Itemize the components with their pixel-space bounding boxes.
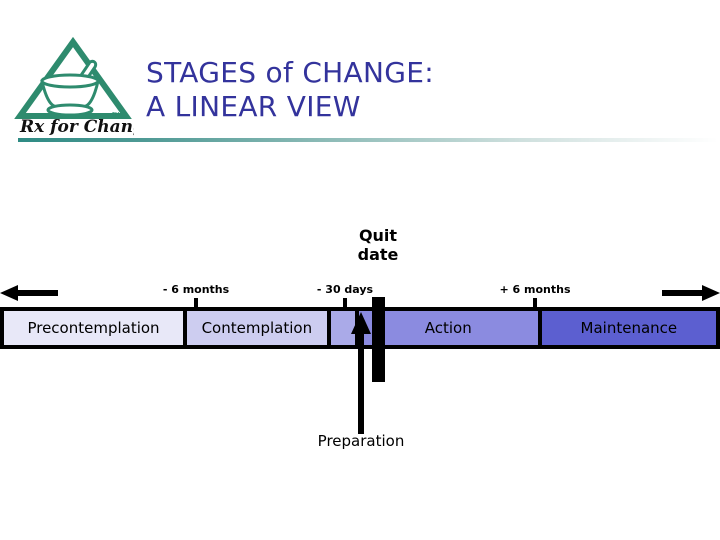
stage-action: Action bbox=[358, 311, 542, 345]
tick-label-minus-6-months: - 6 months bbox=[162, 283, 230, 296]
tick-label-minus-30-days: - 30 days bbox=[316, 283, 374, 296]
rx-for-change-logo: TM Rx for Change bbox=[12, 36, 134, 136]
page-title-line-1: STAGES of CHANGE: bbox=[146, 56, 434, 89]
quit-date-marker-icon bbox=[372, 297, 385, 382]
mortar-and-pestle-in-triangle-icon: TM Rx for Change bbox=[14, 36, 134, 136]
stage-contemplation: Contemplation bbox=[187, 311, 331, 345]
stage-label: Maintenance bbox=[580, 319, 678, 337]
tick-mark-minus-30-days bbox=[343, 298, 347, 309]
stage-label: Contemplation bbox=[201, 319, 313, 337]
preparation-label: Preparation bbox=[317, 432, 405, 450]
stage-label: Action bbox=[424, 319, 472, 337]
tick-mark-minus-6-months bbox=[194, 298, 198, 309]
quit-date-label-line-2: date bbox=[357, 245, 399, 264]
quit-date-label-line-1: Quit bbox=[358, 226, 398, 245]
quit-date-label: Quit date bbox=[330, 226, 426, 264]
page-title: STAGES of CHANGE: A LINEAR VIEW bbox=[146, 56, 666, 124]
title-divider bbox=[18, 138, 718, 142]
stage-label: Precontemplation bbox=[27, 319, 160, 337]
arrow-up-icon bbox=[351, 312, 371, 434]
tick-label-plus-6-months: + 6 months bbox=[499, 283, 571, 296]
arrow-right-icon bbox=[662, 285, 720, 301]
svg-text:TM: TM bbox=[111, 112, 119, 118]
logo-wordmark: Rx for Change bbox=[19, 117, 134, 136]
slide-header: TM Rx for Change STAGES of CHANGE: A LIN… bbox=[0, 0, 720, 152]
stage-precontemplation: Precontemplation bbox=[0, 311, 188, 345]
arrow-left-icon bbox=[0, 285, 58, 301]
page-title-line-2: A LINEAR VIEW bbox=[146, 90, 361, 123]
tick-mark-plus-6-months bbox=[533, 298, 537, 309]
stage-maintenance: Maintenance bbox=[541, 311, 720, 345]
